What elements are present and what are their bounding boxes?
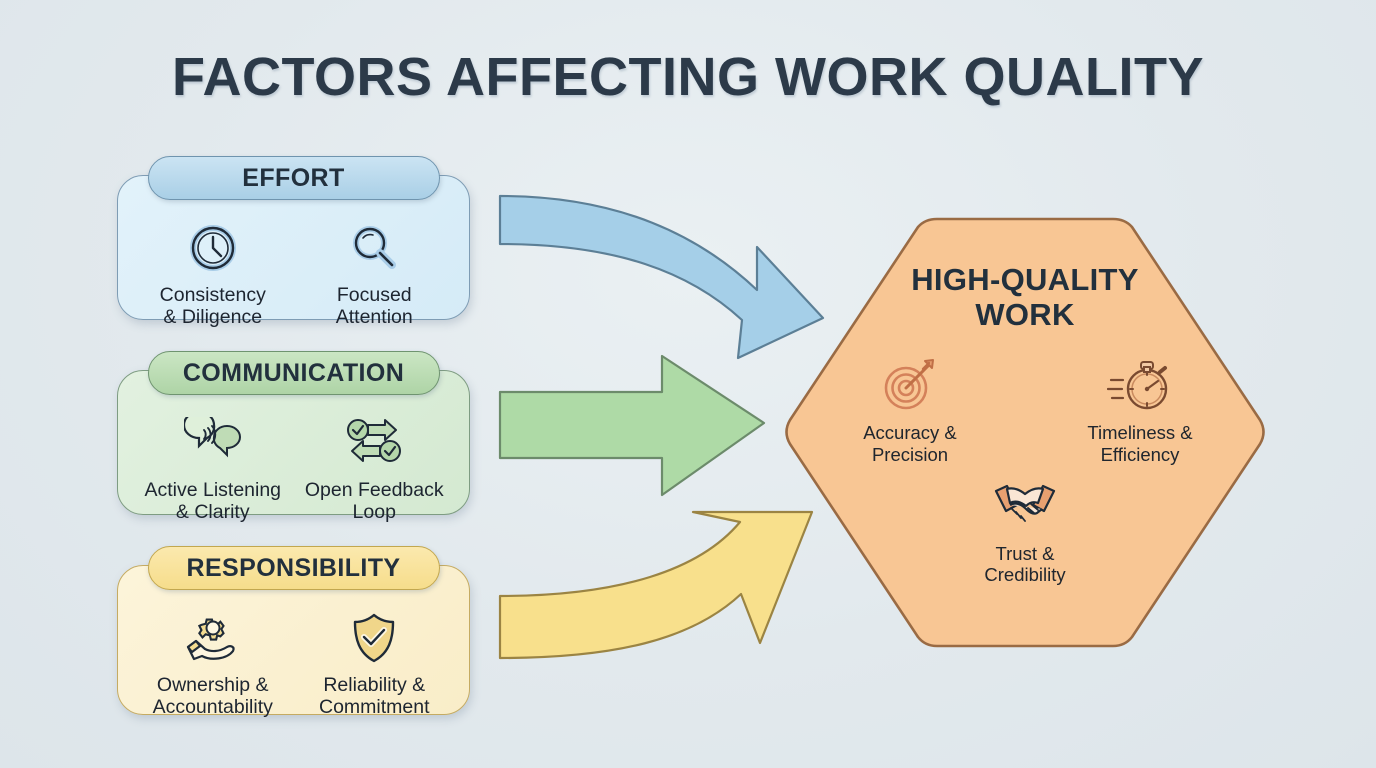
arrow-communication: [498, 354, 766, 497]
page-title: FACTORS AFFECTING WORK QUALITY: [172, 47, 1204, 107]
factor-item[interactable]: Active Listening& Clarity: [135, 415, 290, 524]
target-arrow-icon: [879, 354, 941, 416]
factor-item-label: Consistency& Diligence: [159, 284, 266, 329]
gear-in-hand-icon: [183, 610, 243, 666]
feedback-loop-icon: [344, 415, 404, 471]
factor-item[interactable]: Ownership &Accountability: [135, 610, 290, 719]
stopwatch-icon: [1107, 354, 1173, 416]
arrow-responsibility: [498, 510, 814, 660]
factor-item-label: Active Listening& Clarity: [144, 479, 282, 524]
factor-header-effort: EFFORT: [147, 156, 440, 200]
factor-header-communication: COMMUNICATION: [147, 351, 440, 395]
factor-item[interactable]: Consistency& Diligence: [135, 220, 290, 329]
shield-check-icon: [349, 610, 399, 666]
factor-item[interactable]: Reliability &Commitment: [297, 610, 452, 719]
outcome-item[interactable]: Accuracy &Precision: [835, 354, 985, 465]
factor-card-communication[interactable]: COMMUNICATION Active Listening& Clarity: [117, 351, 470, 523]
handshake-icon: [990, 475, 1060, 537]
speech-bubbles-icon: [183, 415, 242, 471]
outcome-item[interactable]: Timeliness &Efficiency: [1065, 354, 1215, 465]
factor-header-responsibility: RESPONSIBILITY: [147, 546, 440, 590]
outcome-item-label: Accuracy &Precision: [863, 422, 957, 465]
clock-icon: [187, 220, 239, 276]
hexagon-shape: [785, 217, 1265, 648]
factor-item-label: Reliability &Commitment: [318, 674, 430, 719]
magnifier-icon: [348, 220, 400, 276]
factor-item-label: Ownership &Accountability: [152, 674, 273, 719]
factor-card-effort[interactable]: EFFORT Consistency& Diligence: [117, 156, 470, 328]
outcome-item[interactable]: Trust &Credibility: [950, 475, 1100, 586]
outcome-item-label: Timeliness &Efficiency: [1087, 422, 1193, 465]
outcome-item-label: Trust &Credibility: [984, 542, 1066, 586]
factor-card-responsibility[interactable]: RESPONSIBILITY Ownership &Accountability: [117, 546, 470, 718]
